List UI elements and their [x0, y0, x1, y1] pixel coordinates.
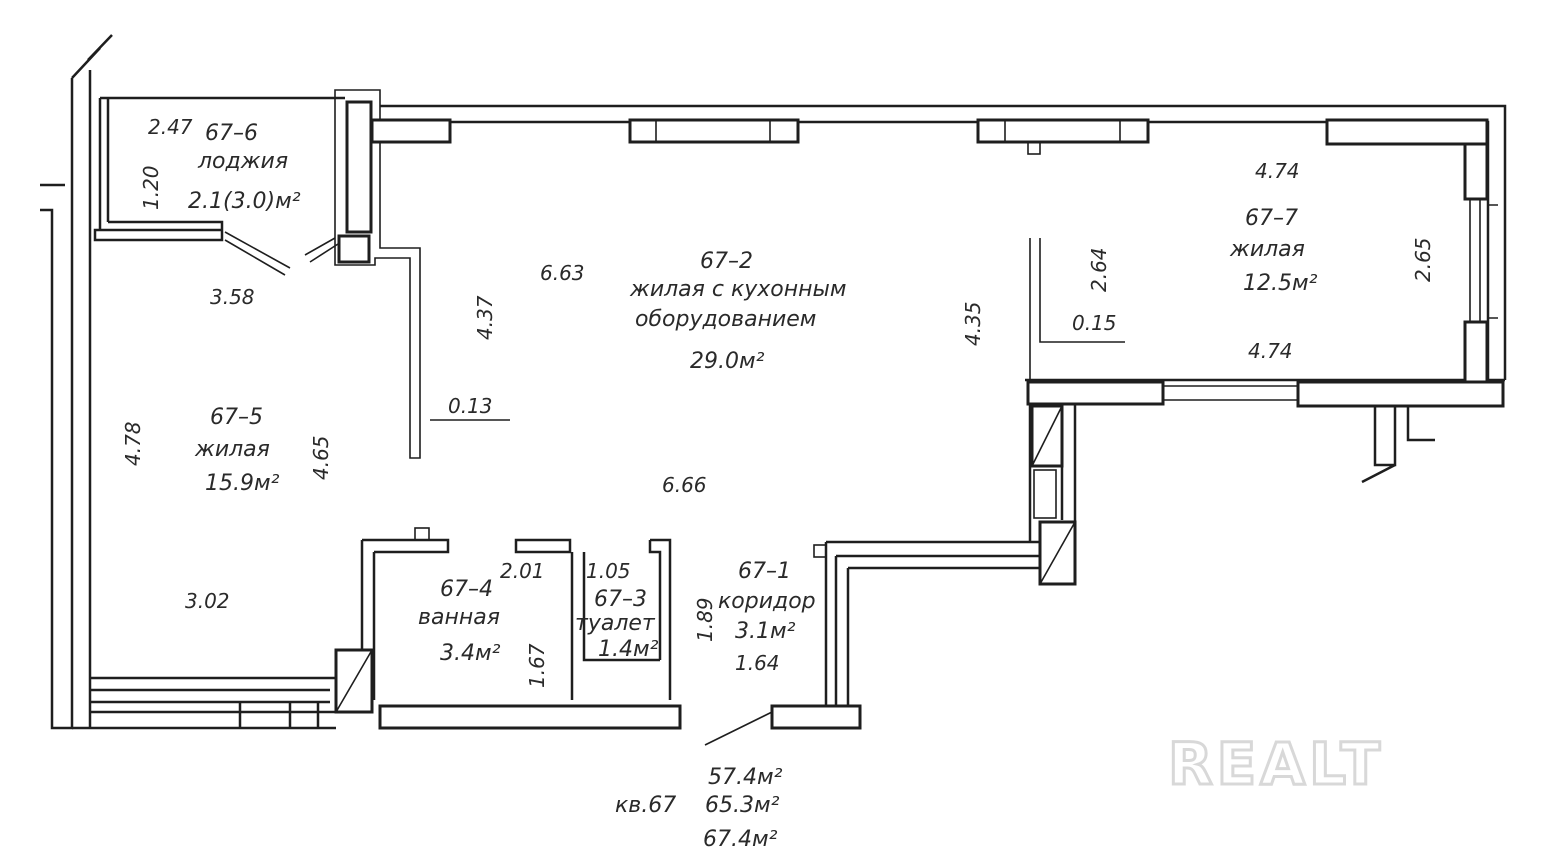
loggia-door [224, 231, 339, 276]
room3-id: 67–3 [594, 587, 647, 612]
entrance-door-arc [704, 711, 773, 746]
room5-area: 15.9м² [205, 471, 280, 496]
dim-2-47: 2.47 [148, 115, 193, 139]
shaft-3-cross [1039, 521, 1076, 585]
room7-name: жилая [1229, 237, 1305, 262]
room1-id: 67–1 [738, 559, 791, 584]
room4-id: 67–4 [440, 577, 493, 602]
corridor-step-wall [824, 540, 1040, 708]
apartment-area-total: 65.3м² [705, 793, 780, 818]
dim-4-74-bottom: 4.74 [1248, 339, 1293, 363]
bathroom-bottom-wall [378, 704, 682, 730]
balcony-bracket [1361, 406, 1435, 484]
dim-4-35: 4.35 [961, 301, 985, 346]
dim-3-58: 3.58 [210, 285, 255, 309]
room1-name: коридор [718, 589, 816, 614]
dim-3-02: 3.02 [185, 589, 230, 613]
dim-0-15: 0.15 [1072, 311, 1117, 335]
corridor-niche [813, 544, 827, 558]
top-vent [1027, 141, 1041, 155]
top-wall-segment-1 [370, 118, 452, 144]
dim-4-37: 4.37 [473, 295, 497, 340]
top-wall-corner [1325, 118, 1489, 146]
shaft-1-cross [1031, 405, 1063, 467]
dim-4-65: 4.65 [309, 435, 333, 480]
top-window-1-frame [655, 120, 771, 142]
dim-6-63: 6.63 [540, 261, 585, 285]
room4-name: ванная [418, 605, 500, 630]
room2-name-line1: жилая с кухонным [629, 277, 847, 302]
dim-1-05: 1.05 [586, 559, 631, 583]
right-wall-upper [1463, 142, 1489, 201]
bathroom-shaft-cross [335, 649, 373, 713]
column-outline [334, 89, 421, 459]
room7-bottom-wall-left [1026, 380, 1165, 406]
top-window-2 [976, 118, 1150, 144]
apartment-area-living: 57.4м² [708, 765, 783, 790]
dim-2-01: 2.01 [500, 559, 545, 583]
room7-left-partition [1029, 238, 1125, 380]
room6-id: 67–6 [205, 121, 258, 146]
loggia-pillar [337, 234, 371, 264]
right-window [1469, 200, 1498, 322]
room2-area: 29.0м² [690, 349, 765, 374]
top-window-2-frame [1004, 120, 1121, 142]
dim-1-64: 1.64 [735, 651, 780, 675]
entrance-wall [770, 704, 862, 730]
room2-name-line2: оборудованием [635, 307, 816, 332]
room-labels: 67–6 лоджия 2.1(3.0)м² 67–2 жилая с кухо… [188, 121, 1318, 666]
top-window-1 [628, 118, 800, 144]
realt-watermark-logo: REALT [1168, 730, 1384, 798]
dimensions: 2.47 1.20 3.58 4.37 6.63 4.74 2.64 2.65 … [121, 115, 1435, 688]
dim-1-20: 1.20 [139, 165, 163, 210]
left-exterior-wall [40, 34, 113, 730]
room7-id: 67–7 [1245, 206, 1298, 231]
room6-area: 2.1(3.0)м² [188, 189, 301, 214]
room2-id: 67–2 [700, 249, 753, 274]
room7-bottom-window [1163, 385, 1298, 401]
dim-4-74-top: 4.74 [1255, 159, 1300, 183]
room4-area: 3.4м² [440, 641, 501, 666]
dim-0-13: 0.13 [448, 394, 493, 418]
right-wall-lower [1463, 320, 1489, 384]
room7-bottom-wall-right [1296, 380, 1505, 408]
apartment-number: кв.67 [615, 793, 676, 818]
shaft-2 [1033, 469, 1057, 519]
loggia-walls [93, 96, 345, 242]
top-exterior-wall [375, 104, 1507, 382]
room3-area: 1.4м² [598, 637, 659, 662]
apartment-summary: кв.67 57.4м² 65.3м² 67.4м² [615, 765, 783, 852]
bottom-exterior-wall [72, 676, 336, 730]
bathroom-walls [360, 538, 672, 700]
room1-area: 3.1м² [735, 619, 796, 644]
dim-6-66: 6.66 [662, 473, 707, 497]
dim-4-78: 4.78 [121, 421, 145, 466]
dim-2-65: 2.65 [1411, 237, 1435, 282]
room7-area: 12.5м² [1243, 271, 1318, 296]
dim-1-89: 1.89 [693, 597, 717, 642]
bathroom-vent [414, 527, 430, 541]
dim-2-64: 2.64 [1087, 247, 1111, 292]
room5-id: 67–5 [210, 405, 263, 430]
dim-1-67: 1.67 [525, 643, 549, 688]
walls [40, 34, 1507, 746]
room5-name: жилая [194, 437, 270, 462]
apartment-area-with-loggia: 67.4м² [703, 827, 778, 852]
room6-name: лоджия [197, 149, 288, 174]
loggia-column [345, 100, 373, 234]
room3-name: туалет [575, 611, 656, 636]
